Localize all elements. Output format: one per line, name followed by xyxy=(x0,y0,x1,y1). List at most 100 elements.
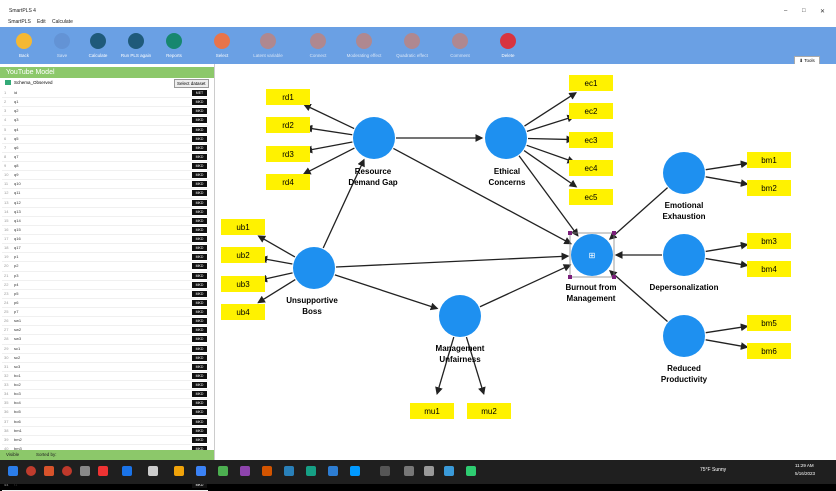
start-icon[interactable] xyxy=(8,466,18,476)
app-icon-10[interactable] xyxy=(466,466,476,476)
clock-date[interactable]: 5/16/2023 xyxy=(795,471,816,476)
loading-mu1[interactable] xyxy=(435,336,455,395)
loading-bm4[interactable] xyxy=(705,257,749,269)
weather-text[interactable]: 75°F Sunny xyxy=(700,467,727,473)
indicator-ec3[interactable]: ec3 xyxy=(569,132,613,148)
indicator-ub4[interactable]: ub4 xyxy=(221,304,265,320)
app-icon-5[interactable] xyxy=(350,466,360,476)
indicator-mu2[interactable]: mu2 xyxy=(467,403,511,419)
construct-dp[interactable]: Depersonalization xyxy=(650,234,719,292)
ribbon-button-8[interactable]: Moderating effect xyxy=(342,27,386,64)
expand-icon[interactable]: ⊞ xyxy=(589,251,596,260)
loading-bm2[interactable] xyxy=(705,176,749,187)
loading-ec4[interactable] xyxy=(526,144,576,164)
ribbon-button-0[interactable]: Back xyxy=(2,27,46,64)
ribbon-button-5[interactable]: Select xyxy=(200,27,244,64)
resize-handle[interactable] xyxy=(612,275,616,279)
path-mu-to-bfm[interactable] xyxy=(479,264,572,308)
app-icon-2[interactable] xyxy=(148,466,158,476)
app-icon[interactable] xyxy=(44,466,54,476)
path-ee-to-bfm[interactable] xyxy=(608,187,669,240)
loading-rd2[interactable] xyxy=(304,124,353,136)
app-icon-7[interactable] xyxy=(404,466,414,476)
path-ub-to-bfm[interactable] xyxy=(335,252,570,268)
loading-bm1[interactable] xyxy=(705,160,749,171)
indicator-rd1[interactable]: rd1 xyxy=(266,89,310,105)
indicator-ec5[interactable]: ec5 xyxy=(569,189,613,205)
loading-ub2[interactable] xyxy=(259,255,293,265)
loading-ec1[interactable] xyxy=(524,92,577,127)
loading-rd1[interactable] xyxy=(303,104,355,130)
path-ub-to-rdg[interactable] xyxy=(322,158,365,249)
indicator-ub3[interactable]: ub3 xyxy=(221,276,265,292)
edge-icon[interactable] xyxy=(196,466,206,476)
chrome-icon[interactable] xyxy=(26,466,36,476)
indicator-bm1[interactable]: bm1 xyxy=(747,152,791,168)
indicator-rd3[interactable]: rd3 xyxy=(266,146,310,162)
indicator-ec2[interactable]: ec2 xyxy=(569,103,613,119)
ribbon-button-9[interactable]: Quadratic effect xyxy=(390,27,434,64)
ribbon-button-11[interactable]: Delete xyxy=(486,27,530,64)
dataset-name[interactable]: Schema_Observed xyxy=(14,80,53,85)
maximize-icon[interactable]: □ xyxy=(802,8,806,14)
app-icon-6[interactable] xyxy=(380,466,390,476)
path-rp-to-bfm[interactable] xyxy=(609,270,668,322)
loading-bm3[interactable] xyxy=(705,241,749,253)
loading-ec3[interactable] xyxy=(527,135,575,144)
indicator-ec1[interactable]: ec1 xyxy=(569,75,613,91)
loading-bm5[interactable] xyxy=(705,323,749,334)
indicator-rd2[interactable]: rd2 xyxy=(266,117,310,133)
resize-handle[interactable] xyxy=(612,231,616,235)
indicator-bm6[interactable]: bm6 xyxy=(747,343,791,359)
loading-bm6[interactable] xyxy=(705,339,749,350)
app-icon-4[interactable] xyxy=(306,466,316,476)
path-model[interactable]: rd1rd2rd3rd4ec1ec2ec3ec4ec5ub1ub2ub3ub4m… xyxy=(215,64,836,460)
loading-mu2[interactable] xyxy=(465,336,486,396)
loading-rd3[interactable] xyxy=(304,141,353,154)
ribbon-button-2[interactable]: Calculate xyxy=(76,27,120,64)
vscode-icon[interactable] xyxy=(328,466,338,476)
menu-item-edit[interactable]: Edit xyxy=(37,19,46,25)
indicator-mu1[interactable]: mu1 xyxy=(410,403,454,419)
close-icon[interactable]: ✕ xyxy=(820,9,826,15)
browser-icon[interactable] xyxy=(62,466,72,476)
ribbon-button-3[interactable]: Run PLS again xyxy=(114,27,158,64)
ribbon-button-7[interactable]: Connect xyxy=(296,27,340,64)
path-ub-to-mu[interactable] xyxy=(334,274,439,311)
indicator-ec4[interactable]: ec4 xyxy=(569,160,613,176)
indicator-bm2[interactable]: bm2 xyxy=(747,180,791,196)
menu-item-smartpls[interactable]: SmartPLS xyxy=(8,19,31,25)
